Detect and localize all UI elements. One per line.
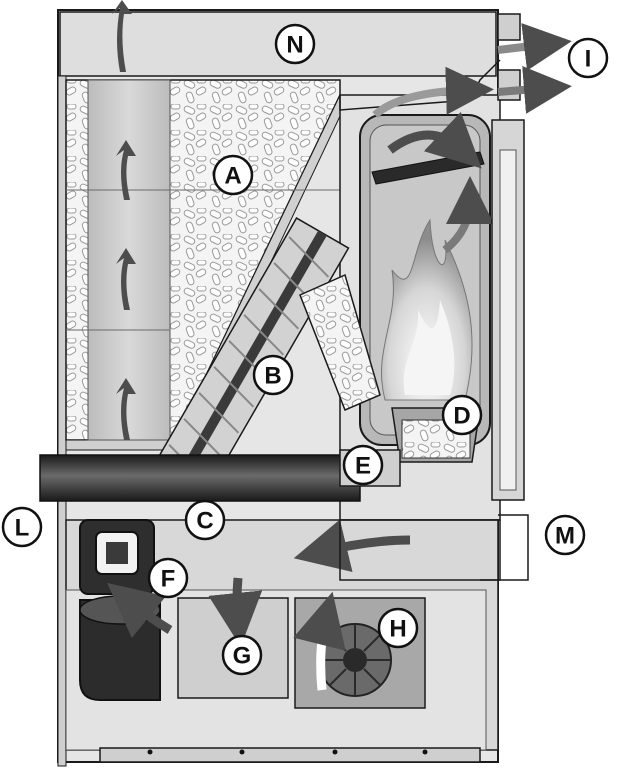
extractor-down-arrow <box>208 577 263 647</box>
base-screw <box>239 749 245 755</box>
label-c: C <box>184 499 226 541</box>
label-a: A <box>212 154 254 196</box>
label-b: B <box>252 354 294 396</box>
svg-text:H: H <box>389 616 406 643</box>
extractor-out-arrow <box>107 582 173 638</box>
svg-text:E: E <box>355 453 371 480</box>
svg-text:M: M <box>555 523 575 550</box>
motor-core <box>106 542 128 564</box>
svg-text:C: C <box>196 508 213 535</box>
svg-text:D: D <box>453 403 470 430</box>
glass-pane <box>499 149 517 491</box>
pellet-chute <box>299 273 381 411</box>
flue-swirl-arrow <box>387 111 482 169</box>
label-l: L <box>1 506 43 548</box>
air-intake-pipe <box>39 454 361 502</box>
air-flow-arrows <box>112 0 136 440</box>
base-screw <box>147 749 153 755</box>
svg-text:G: G <box>233 643 252 670</box>
base-screw <box>332 749 338 755</box>
exhaust-arrow-upper <box>497 23 572 71</box>
label-h: H <box>377 607 419 649</box>
flue-up-arrow <box>442 176 494 254</box>
return-air-arrow <box>293 519 411 572</box>
outlet-frame-top <box>497 13 521 41</box>
auger-tube <box>150 217 350 501</box>
label-n: N <box>274 23 316 65</box>
label-d: D <box>441 394 483 436</box>
svg-text:L: L <box>15 515 30 542</box>
svg-text:I: I <box>585 46 592 73</box>
base-screw <box>422 749 428 755</box>
svg-text:N: N <box>286 32 303 59</box>
label-e: E <box>342 444 384 486</box>
exhaust-arrow-lower <box>497 65 572 114</box>
label-i: I <box>567 37 609 79</box>
left-side-panel <box>57 75 67 767</box>
flame-core <box>403 300 455 395</box>
label-g: G <box>221 634 263 676</box>
svg-text:A: A <box>224 163 241 190</box>
svg-text:F: F <box>161 566 176 593</box>
fan-hub <box>343 648 367 672</box>
stove-base <box>99 747 481 763</box>
label-m: M <box>544 514 586 556</box>
side-frame <box>480 514 529 581</box>
fan-air-arrow <box>293 591 346 691</box>
svg-text:B: B <box>264 363 281 390</box>
smoke-flow-arrow <box>372 66 494 119</box>
ash-drawer <box>339 519 501 581</box>
label-f: F <box>147 557 189 599</box>
